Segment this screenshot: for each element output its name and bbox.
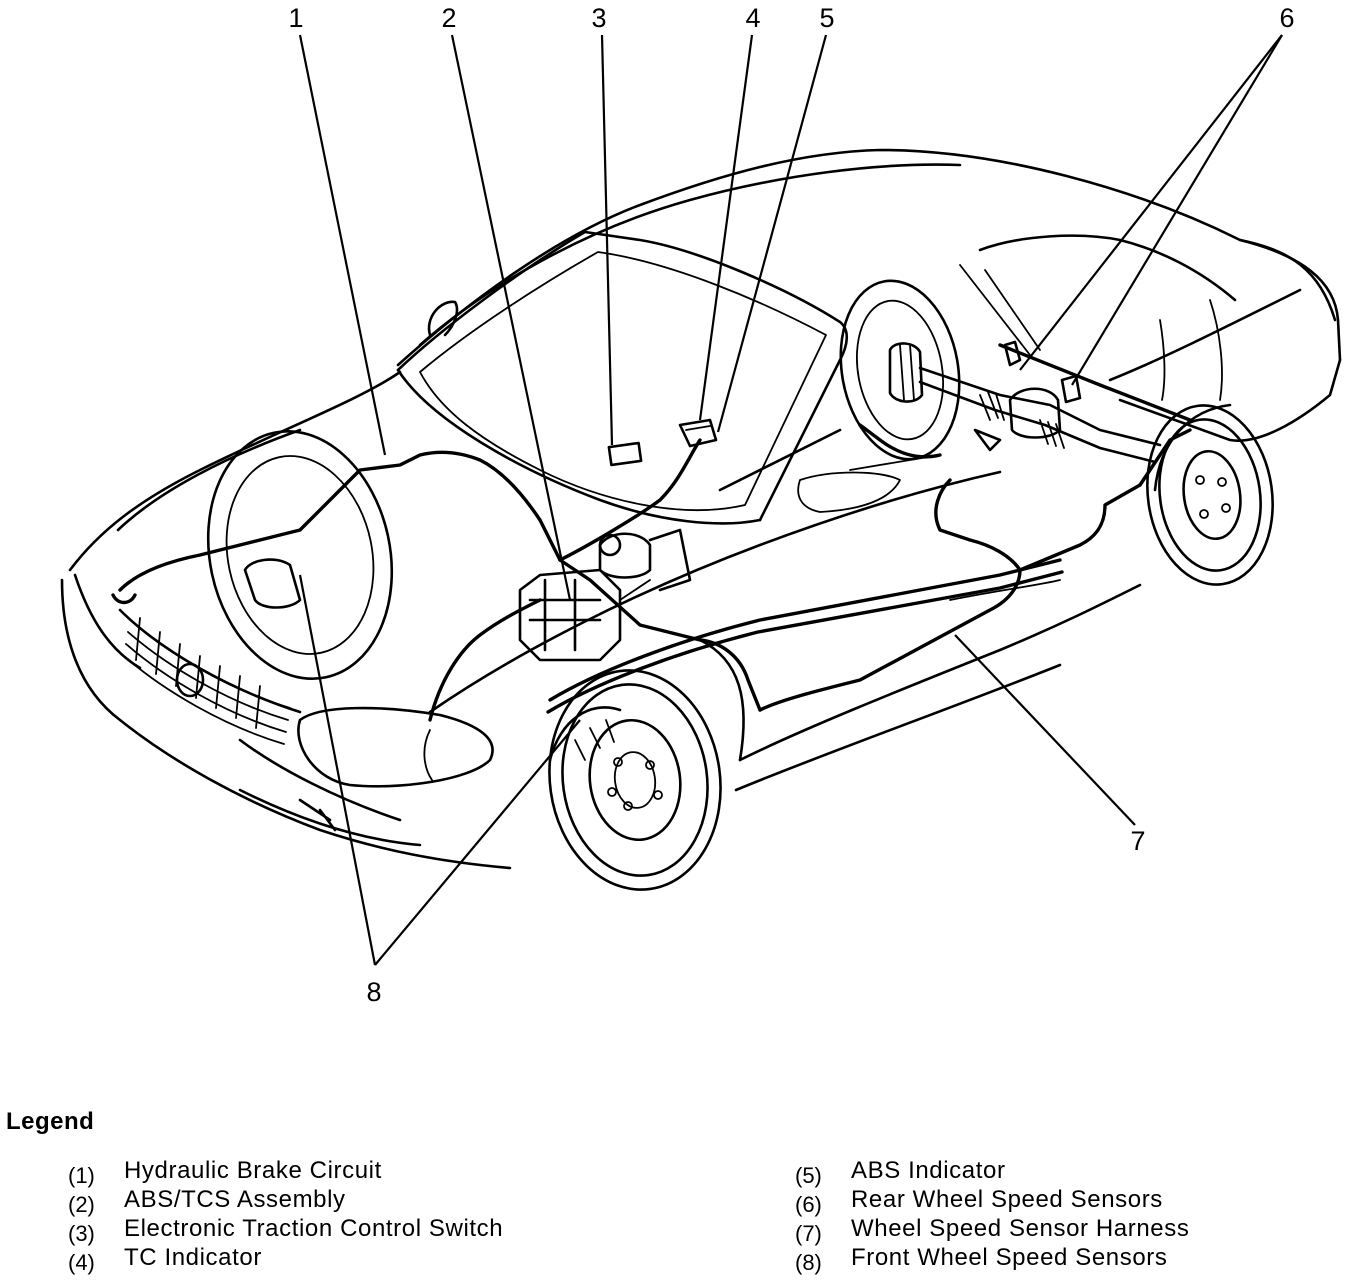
callout-6: 6 bbox=[1279, 3, 1294, 33]
legend-item-label: Rear Wheel Speed Sensors bbox=[851, 1186, 1163, 1213]
leader-6a bbox=[1019, 34, 1283, 371]
vehicle-diagram: 1 2 3 4 5 6 7 8 bbox=[60, 3, 1342, 1007]
floor-pan bbox=[718, 428, 941, 513]
legend-column-left: (1) Hydraulic Brake Circuit (2) ABS/TCS As… bbox=[68, 1156, 504, 1275]
legend-item-number: (3) bbox=[68, 1221, 95, 1246]
legend-item-label: Electronic Traction Control Switch bbox=[124, 1215, 504, 1242]
legend-item-number: (4) bbox=[68, 1250, 95, 1275]
legend-column-right: (5) ABS Indicator (6) Rear Wheel Speed Sen… bbox=[795, 1156, 1190, 1275]
rear-axle bbox=[918, 340, 1162, 464]
callout-2: 2 bbox=[441, 3, 456, 33]
wheel-speed-sensor-harness bbox=[546, 558, 1064, 714]
front-left-wheel bbox=[206, 430, 394, 680]
legend-title: Legend bbox=[6, 1108, 95, 1135]
traction-switch-and-indicators bbox=[607, 418, 718, 467]
leader-8b bbox=[374, 719, 581, 966]
legend-item: (1) Hydraulic Brake Circuit bbox=[68, 1156, 503, 1188]
legend-item: (8) Front Wheel Speed Sensors bbox=[795, 1243, 1189, 1275]
callout-numbers: 1 2 3 4 5 6 7 8 bbox=[288, 3, 1294, 1007]
legend-item-number: (2) bbox=[68, 1192, 95, 1217]
legend-item: (4) TC Indicator bbox=[68, 1243, 503, 1275]
legend-item-label: Hydraulic Brake Circuit bbox=[124, 1157, 382, 1184]
legend-item: (7) Wheel Speed Sensor Harness bbox=[795, 1214, 1190, 1246]
legend-item-number: (1) bbox=[68, 1163, 95, 1188]
legend-item: (3) Electronic Traction Control Switch bbox=[68, 1214, 504, 1246]
abs-tcs-assembly bbox=[518, 528, 692, 662]
hydraulic-brake-lines bbox=[111, 343, 1192, 722]
leader-3 bbox=[600, 34, 614, 446]
legend-item-label: Front Wheel Speed Sensors bbox=[851, 1244, 1168, 1271]
leader-2 bbox=[450, 34, 572, 601]
rear-left-wheel bbox=[839, 279, 961, 461]
legend-item-number: (6) bbox=[795, 1192, 822, 1217]
legend: Legend (1) Hydraulic Brake Circuit (2) ABS… bbox=[0, 1108, 1360, 1284]
leader-lines bbox=[298, 34, 1283, 966]
legend-item-label: TC Indicator bbox=[124, 1244, 262, 1271]
legend-item-number: (8) bbox=[795, 1250, 822, 1275]
leader-7 bbox=[954, 634, 1136, 826]
legend-item-label: ABS/TCS Assembly bbox=[124, 1186, 346, 1213]
legend-item-label: Wheel Speed Sensor Harness bbox=[851, 1215, 1190, 1242]
legend-item-number: (7) bbox=[795, 1221, 822, 1246]
legend-item-number: (5) bbox=[795, 1163, 822, 1188]
callout-7: 7 bbox=[1130, 826, 1145, 856]
callout-4: 4 bbox=[745, 3, 760, 33]
vehicle-illustration: 1 2 3 4 5 6 7 8 bbox=[60, 3, 1342, 1007]
front-right-wheel bbox=[548, 669, 722, 891]
callout-8: 8 bbox=[366, 977, 381, 1007]
legend-item: (2) ABS/TCS Assembly bbox=[68, 1185, 503, 1217]
leader-1 bbox=[298, 34, 387, 456]
legend-item-label: ABS Indicator bbox=[851, 1157, 1006, 1184]
car-body bbox=[60, 148, 1342, 870]
legend-item: (6) Rear Wheel Speed Sensors bbox=[795, 1185, 1189, 1217]
legend-item: (5) ABS Indicator bbox=[795, 1156, 1189, 1188]
leader-4 bbox=[698, 34, 754, 421]
callout-5: 5 bbox=[819, 3, 834, 33]
leader-6b bbox=[1071, 34, 1283, 386]
rear-right-wheel bbox=[1146, 403, 1274, 586]
callout-3: 3 bbox=[591, 3, 606, 33]
leader-8a bbox=[298, 574, 377, 966]
leader-5 bbox=[716, 34, 828, 433]
callout-1: 1 bbox=[288, 3, 303, 33]
